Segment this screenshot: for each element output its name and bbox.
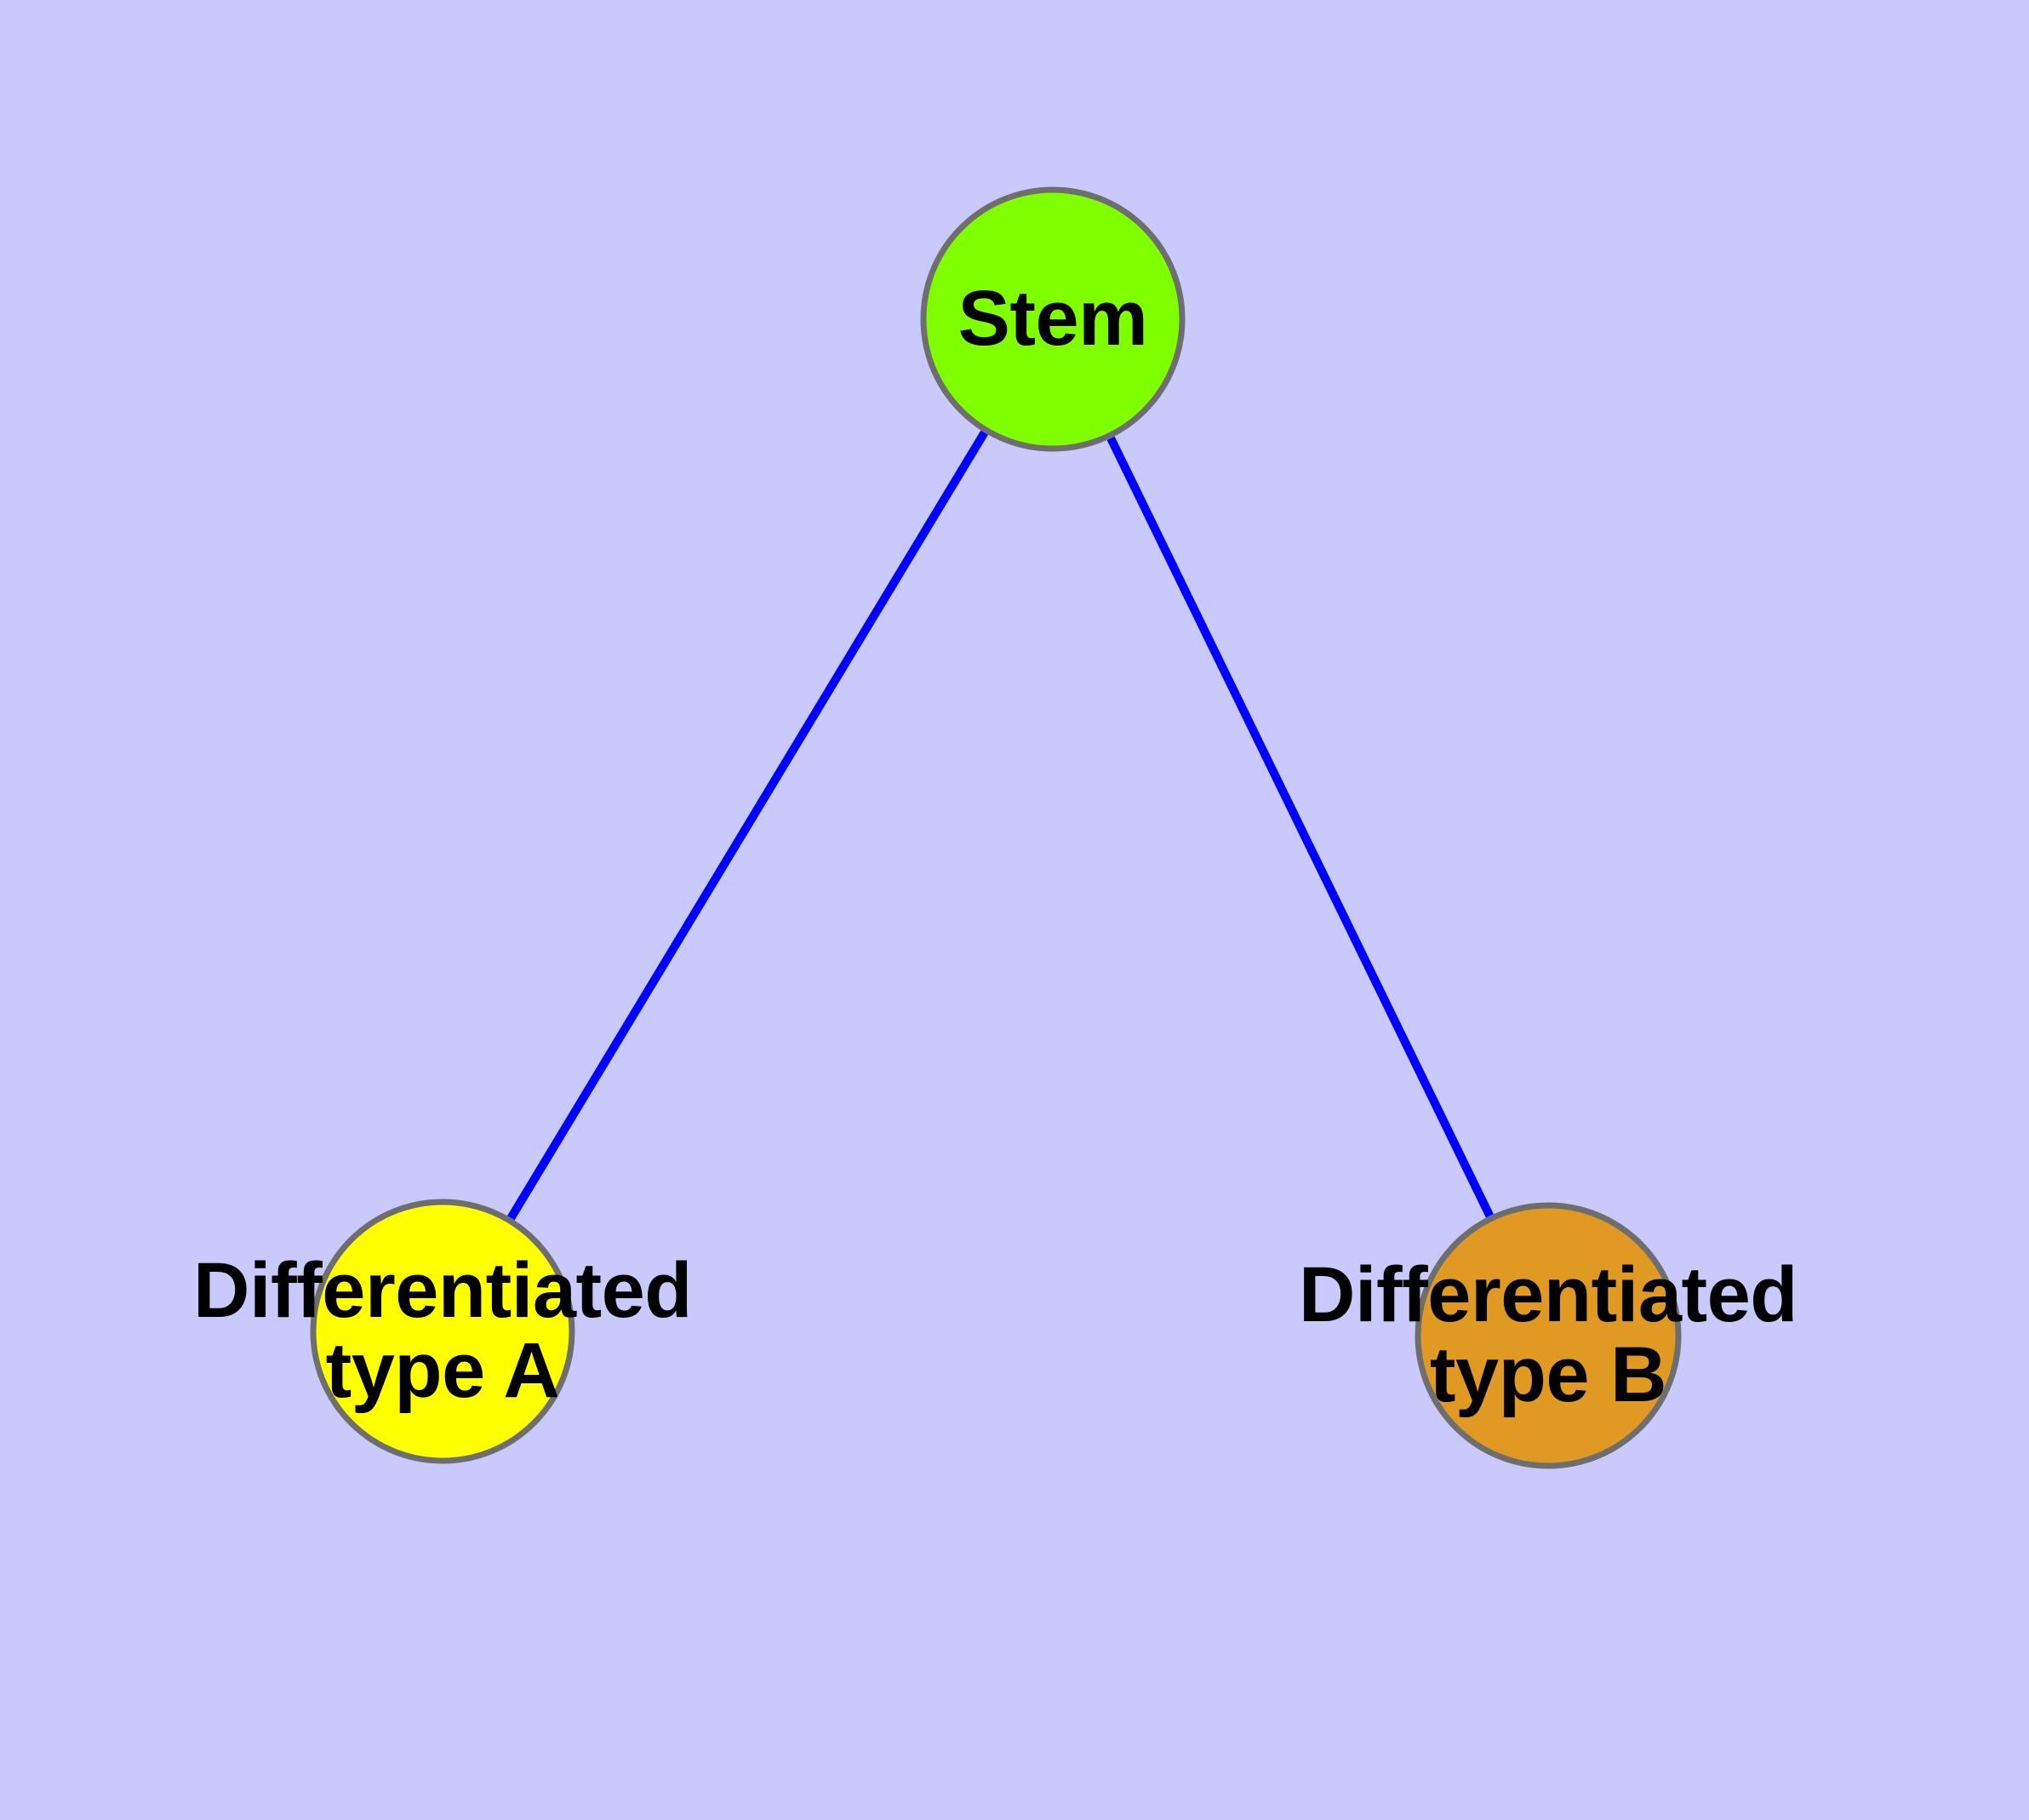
- node-diff_b[interactable]: [1415, 1202, 1682, 1469]
- edge-stem-to-a[interactable]: [507, 430, 988, 1221]
- node-stem[interactable]: [920, 186, 1186, 452]
- node-layer: [310, 186, 1682, 1469]
- node-diff_a[interactable]: [310, 1199, 575, 1464]
- edge-stem-to-b[interactable]: [1106, 436, 1494, 1218]
- edge-layer: [507, 430, 1494, 1221]
